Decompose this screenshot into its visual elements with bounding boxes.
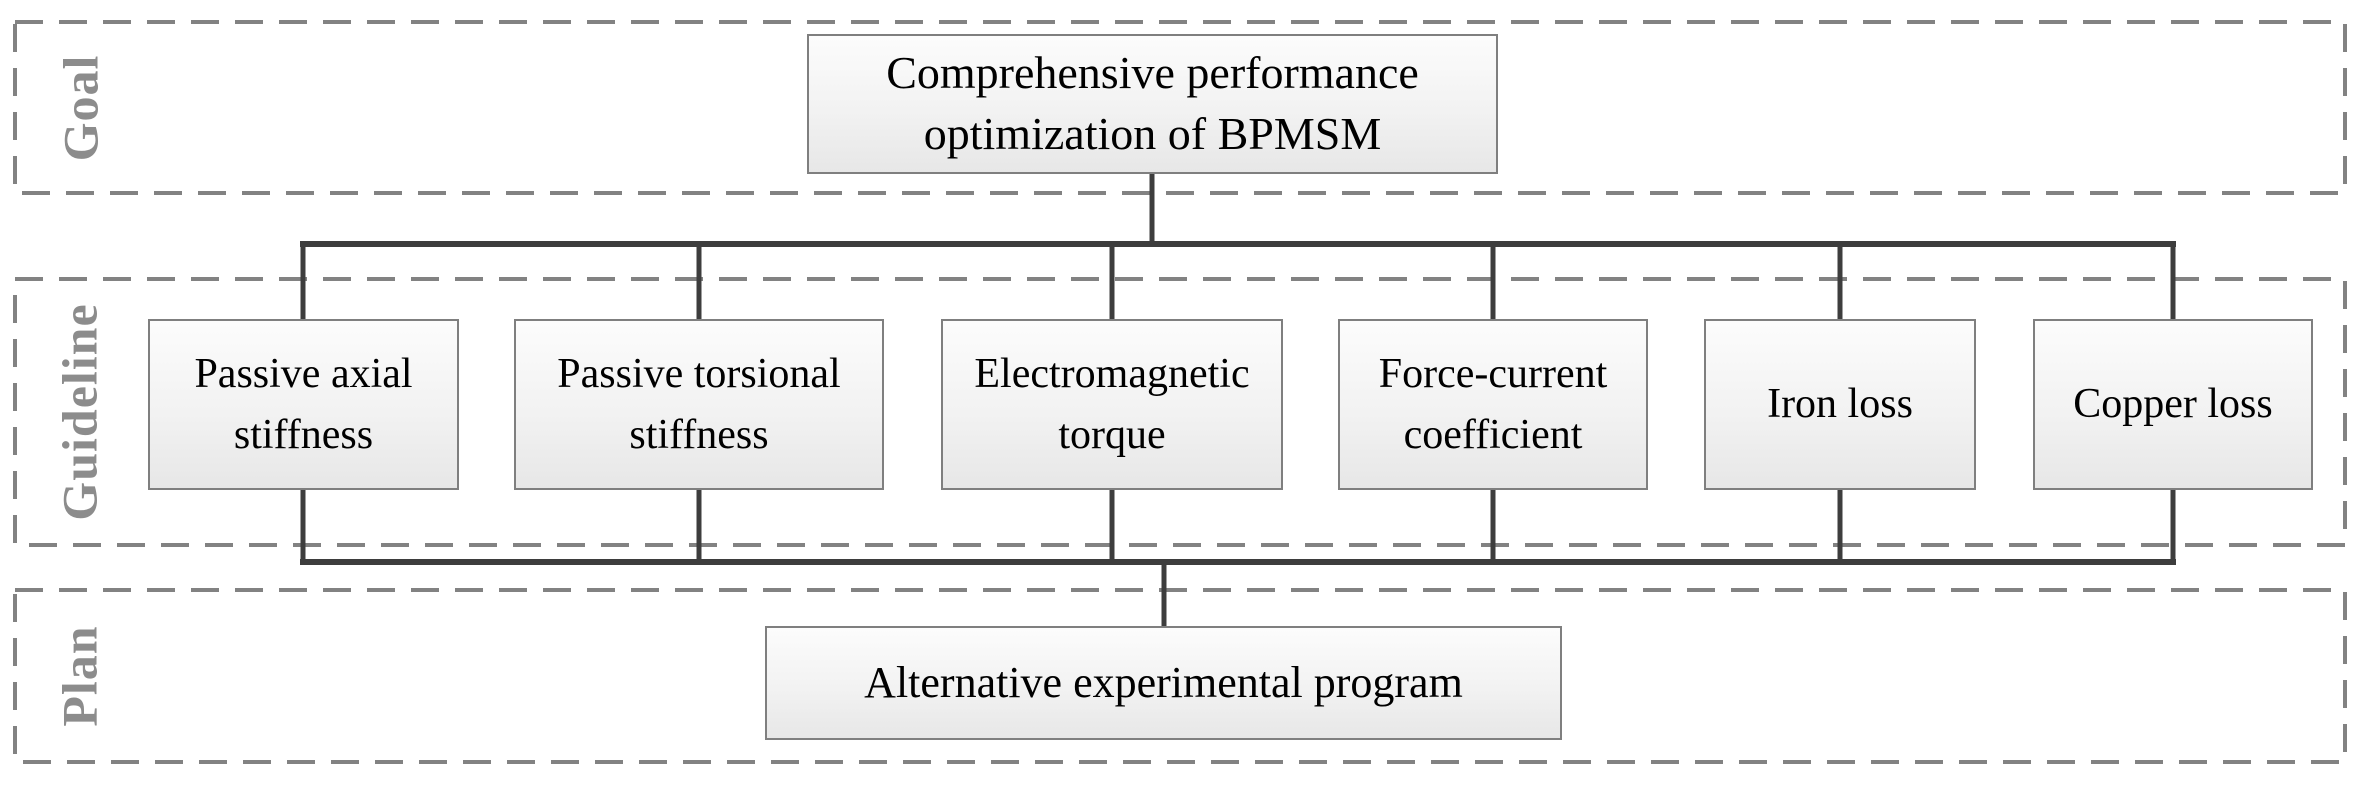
plan-band-border	[13, 588, 2347, 764]
goal-box: Comprehensive performance optimization o…	[807, 34, 1498, 174]
guideline-box-passive-axial-stiffness: Passive axial stiffness	[148, 319, 459, 490]
goal-band-border	[13, 20, 2347, 195]
guideline-band-border	[13, 277, 2347, 547]
plan-box: Alternative experimental program	[765, 626, 1562, 740]
guideline-box-electromagnetic-torque: Electromagnetic torque	[941, 319, 1283, 490]
guideline-box-iron-loss: Iron loss	[1704, 319, 1976, 490]
connectors	[300, 172, 2176, 630]
guideline-box-force-current-coefficient: Force-current coefficient	[1338, 319, 1648, 490]
guideline-box-passive-torsional-stiffness: Passive torsional stiffness	[514, 319, 884, 490]
guideline-box-copper-loss: Copper loss	[2033, 319, 2313, 490]
